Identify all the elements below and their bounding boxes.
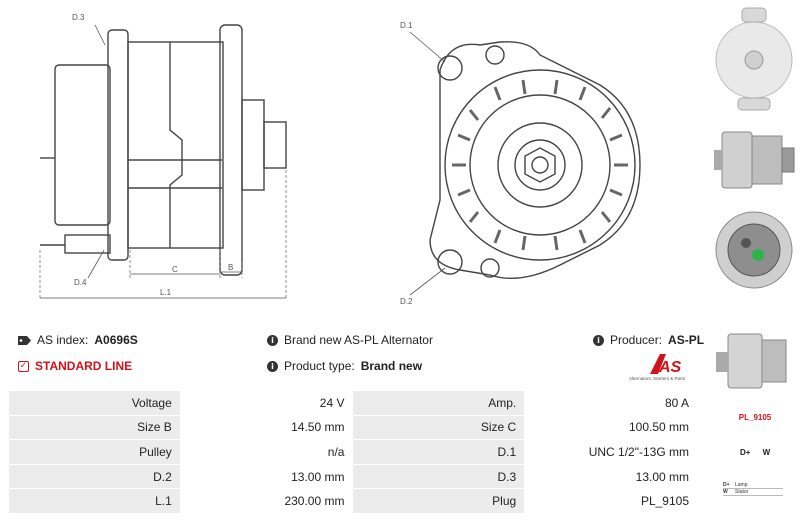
- product-type: i Product type: Brand new: [267, 359, 422, 373]
- pulley-shaft: [263, 121, 287, 169]
- label-d1: D.1: [400, 21, 413, 30]
- spec-key: Voltage: [8, 390, 181, 416]
- stator-split: [169, 42, 183, 248]
- fan-ring: [469, 94, 611, 236]
- spec-value: 230.00 mm: [179, 488, 354, 514]
- logo-mark: AS: [650, 354, 682, 376]
- info-icon: i: [593, 334, 604, 346]
- label-d3: D.3: [72, 13, 85, 22]
- logo-tagline: Alternators, Starters & Parts: [628, 376, 686, 381]
- thumb-rear-view[interactable]: [708, 205, 800, 295]
- spec-key: D.1: [352, 439, 526, 465]
- info-icon: i: [267, 334, 278, 346]
- thumb-angle-view[interactable]: [708, 322, 800, 402]
- spec-value: 80 A: [524, 390, 698, 416]
- spec-row: L.1 230.00 mm Plug PL_9105: [8, 488, 698, 514]
- mount-d1: [437, 55, 463, 81]
- plug-code: PL_9105: [738, 413, 772, 422]
- producer: i Producer: AS-PL: [593, 333, 704, 347]
- spec-key: Size C: [352, 414, 526, 441]
- label-l1: L.1: [160, 288, 172, 297]
- spec-value: 24 V: [179, 390, 354, 416]
- brand-new-text: Brand new AS-PL Alternator: [284, 333, 433, 347]
- standard-line: ✓ STANDARD LINE: [18, 359, 132, 373]
- shaft-nut: [524, 147, 556, 183]
- product-type-label: Product type:: [284, 359, 355, 373]
- spec-key: D.3: [352, 463, 526, 490]
- label-c: C: [172, 265, 178, 274]
- outer-ring: [444, 69, 636, 261]
- spec-key: D.2: [8, 463, 181, 490]
- front-hub: [241, 99, 265, 191]
- hub-inner: [514, 139, 566, 191]
- thumb-side-view[interactable]: [708, 120, 800, 200]
- legend-row: W Stator: [723, 489, 783, 496]
- spec-row: D.2 13.00 mm D.3 13.00 mm: [8, 463, 698, 490]
- as-pl-logo[interactable]: AS Alternators, Starters & Parts: [612, 352, 702, 384]
- product-type-value: Brand new: [360, 359, 423, 373]
- as-index-label: AS index:: [37, 333, 89, 347]
- spec-value: 100.50 mm: [524, 414, 698, 441]
- tag-icon: [18, 335, 31, 345]
- hub-ring: [497, 122, 583, 208]
- spec-table: Voltage 24 V Amp. 80 A Size B 14.50 mm S…: [8, 390, 698, 514]
- as-index: AS index: A0696S: [18, 333, 138, 347]
- check-icon: ✓: [18, 360, 29, 372]
- spec-row: Voltage 24 V Amp. 80 A: [8, 390, 698, 416]
- producer-label: Producer:: [610, 333, 663, 347]
- spec-value: 14.50 mm: [179, 414, 354, 441]
- spec-row: Pulley n/a D.1 UNC 1/2"-13G mm: [8, 439, 698, 465]
- spec-value: 13.00 mm: [524, 463, 698, 490]
- rear-flange: [107, 29, 129, 261]
- mount-d2: [437, 249, 463, 275]
- spec-key: L.1: [8, 488, 181, 514]
- brand-new-info: i Brand new AS-PL Alternator: [267, 333, 433, 347]
- thumb-front-view[interactable]: [708, 2, 800, 115]
- front-housing: [429, 41, 641, 280]
- spec-value: 13.00 mm: [179, 463, 354, 490]
- spec-row: Size B 14.50 mm Size C 100.50 mm: [8, 414, 698, 441]
- spec-value: UNC 1/2"-13G mm: [524, 439, 698, 465]
- plug-pins: D+ W: [740, 448, 771, 457]
- spec-value: PL_9105: [524, 488, 698, 514]
- label-b: B: [228, 263, 233, 272]
- standard-line-label: STANDARD LINE: [35, 359, 133, 373]
- stator-body: [127, 41, 224, 249]
- spec-key: Plug: [352, 488, 526, 514]
- plug-legend: D+ Lamp W Stator: [723, 482, 783, 496]
- technical-drawing: D.3 D.4 C B L.1: [39, 13, 641, 306]
- logo-text: AS: [658, 359, 682, 376]
- spec-key: Amp.: [352, 390, 526, 416]
- spec-key: Pulley: [8, 439, 181, 465]
- rear-housing: [54, 64, 111, 226]
- spec-key: Size B: [8, 414, 181, 441]
- label-d2: D.2: [400, 297, 413, 306]
- spec-value: n/a: [179, 439, 354, 465]
- producer-value: AS-PL: [668, 333, 705, 347]
- fan-blades: [452, 79, 628, 251]
- as-index-value: A0696S: [94, 333, 138, 347]
- connector: [64, 234, 111, 254]
- info-icon: i: [267, 360, 278, 372]
- label-d4: D.4: [74, 278, 87, 287]
- legend-row: D+ Lamp: [723, 482, 783, 489]
